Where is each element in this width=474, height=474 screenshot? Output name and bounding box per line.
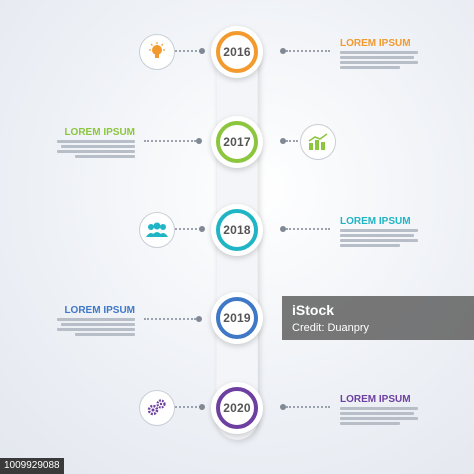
connector-dots [286,140,298,142]
gears-icon [139,390,175,426]
connector-dots [175,228,201,230]
timeline-node-2016: 2016 [211,26,263,78]
placeholder-line [340,422,400,425]
placeholder-line [75,333,135,336]
connector-end [199,404,205,410]
placeholder-line [340,234,414,237]
connector-end [280,226,286,232]
placeholder-line [340,417,418,420]
timeline-node-2018: 2018 [211,204,263,256]
bar-chart-icon [300,124,336,160]
node-ring: 2020 [216,387,258,429]
stock-id: 1009929088 [0,458,64,474]
year-label: 2019 [223,311,251,325]
placeholder-line [57,150,135,153]
placeholder-line [340,239,418,242]
connector-dots [286,228,330,230]
text-block-2018: LOREM IPSUM [340,216,420,247]
connector-end [280,48,286,54]
text-block-2017: LOREM IPSUM [55,127,135,158]
year-label: 2020 [223,401,251,415]
lightbulb-icon [139,34,175,70]
year-label: 2017 [223,135,251,149]
placeholder-line [75,155,135,158]
placeholder-line [340,407,418,410]
connector-end [196,138,202,144]
watermark: iStock Credit: Duanpry [282,296,474,340]
placeholder-line [340,51,418,54]
placeholder-line [57,140,135,143]
timeline-node-2020: 2020 [211,382,263,434]
connector-end [280,138,286,144]
block-title: LOREM IPSUM [340,394,411,405]
placeholder-line [340,61,418,64]
connector-end [280,404,286,410]
connector-dots [144,140,196,142]
node-ring: 2017 [216,121,258,163]
connector-dots [286,406,330,408]
block-title: LOREM IPSUM [64,305,135,316]
node-ring: 2016 [216,31,258,73]
placeholder-line [340,66,400,69]
placeholder-line [340,56,414,59]
connector-dots [175,406,201,408]
block-title: LOREM IPSUM [64,127,135,138]
people-group-icon [139,212,175,248]
placeholder-line [57,328,135,331]
placeholder-line [61,323,135,326]
timeline-node-2017: 2017 [211,116,263,168]
placeholder-line [61,145,135,148]
timeline-node-2019: 2019 [211,292,263,344]
year-label: 2018 [223,223,251,237]
connector-dots [286,50,330,52]
placeholder-line [340,244,400,247]
connector-dots [144,318,196,320]
connector-dots [175,50,201,52]
node-ring: 2018 [216,209,258,251]
text-block-2019: LOREM IPSUM [55,305,135,336]
year-label: 2016 [223,45,251,59]
placeholder-line [57,318,135,321]
text-block-2020: LOREM IPSUM [340,394,420,425]
placeholder-line [340,229,418,232]
text-block-2016: LOREM IPSUM [340,38,420,69]
block-title: LOREM IPSUM [340,38,411,49]
watermark-credit: Credit: Duanpry [292,322,370,334]
block-title: LOREM IPSUM [340,216,411,227]
connector-end [196,316,202,322]
connector-end [199,226,205,232]
placeholder-line [340,412,414,415]
connector-end [199,48,205,54]
node-ring: 2019 [216,297,258,339]
watermark-brand: iStock [292,302,335,318]
